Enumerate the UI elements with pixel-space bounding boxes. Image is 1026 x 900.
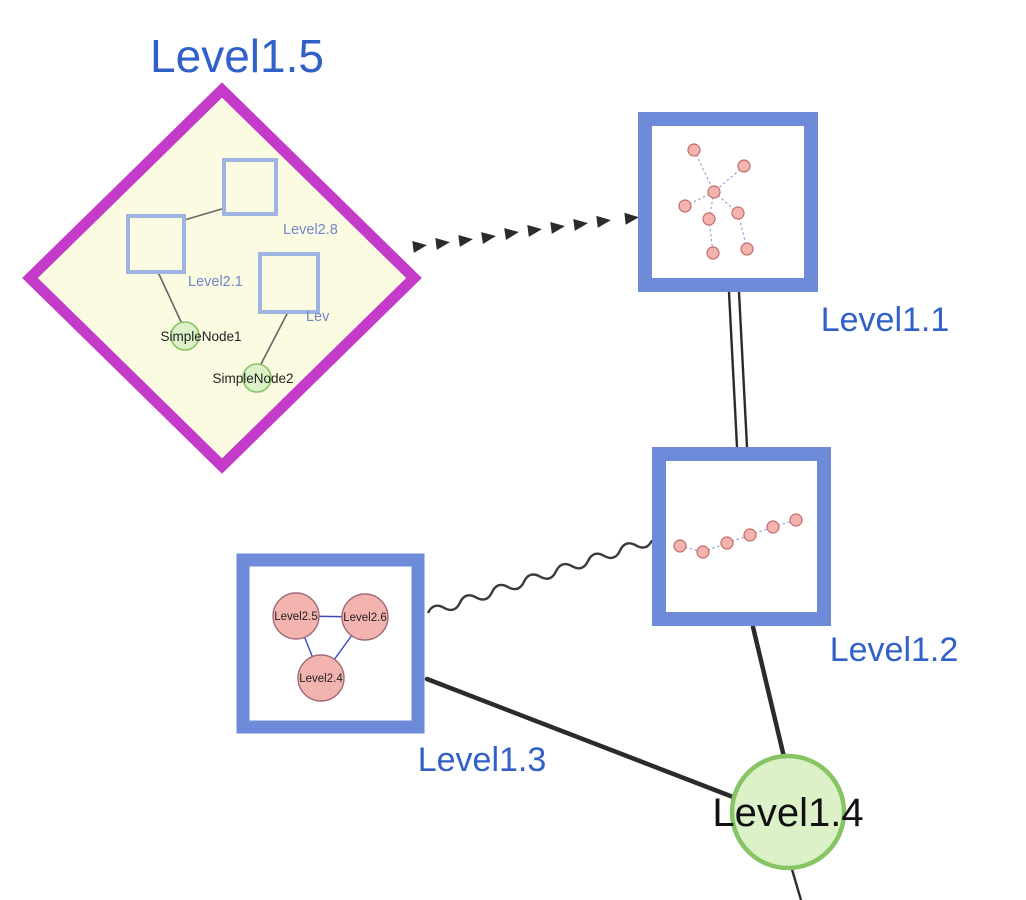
node-level2-8-label: Level2.8 xyxy=(283,222,338,238)
edge-level1-2-to-level1-4 xyxy=(750,624,787,760)
level1-1-subnode[interactable] xyxy=(706,246,720,260)
node-level2-right-label: Lev xyxy=(306,309,330,325)
level1-5-inner-edge xyxy=(157,271,183,325)
level1-2-subnode[interactable] xyxy=(720,536,734,550)
node-level2-5-label: Level2.5 xyxy=(274,611,317,623)
node-level2-6-label: Level2.6 xyxy=(343,612,386,624)
level1-2-mini-edge xyxy=(679,545,704,553)
level1-1-mini-edge xyxy=(713,165,745,193)
node-level1-3[interactable] xyxy=(236,553,425,734)
level1-1-subnode[interactable] xyxy=(740,242,754,256)
node-level1-2-label: Level1.2 xyxy=(830,631,959,669)
node-level1-1-group xyxy=(638,112,818,292)
level1-1-subnode[interactable] xyxy=(687,143,701,157)
level1-1-subnode[interactable] xyxy=(737,159,751,173)
level1-1-subnode[interactable] xyxy=(731,206,745,220)
edge-level1-4-offscreen xyxy=(789,865,803,900)
node-level2-4-label: Level2.4 xyxy=(299,673,343,685)
node-level1-1[interactable] xyxy=(638,112,818,292)
node-simplenode1-label: SimpleNode1 xyxy=(160,329,241,344)
node-level2-6[interactable] xyxy=(341,593,389,641)
node-level1-3-label: Level1.3 xyxy=(418,741,547,779)
node-level2-5[interactable] xyxy=(272,592,320,640)
node-level1-1-label: Level1.1 xyxy=(821,301,950,339)
node-level1-4-group: Level1.4 xyxy=(712,753,864,871)
node-level2-8[interactable] xyxy=(222,158,278,216)
level1-2-subnode[interactable] xyxy=(696,545,710,559)
node-level1-5[interactable] xyxy=(22,82,422,474)
edge-level1-1-to-level1-2-line-a xyxy=(727,291,739,448)
node-level2-right[interactable] xyxy=(258,252,320,314)
node-level1-5-group: Level2.8 Level2.1 Lev SimpleNode1 Simple… xyxy=(22,82,422,474)
node-level1-4[interactable] xyxy=(729,753,847,871)
level1-2-subnode[interactable] xyxy=(743,528,757,542)
node-level1-4-label: Level1.4 xyxy=(712,791,863,835)
level1-2-subnode[interactable] xyxy=(789,513,803,527)
node-simplenode2-label: SimpleNode2 xyxy=(212,371,293,386)
edge-level1-3-to-level1-2 xyxy=(426,539,654,614)
node-simplenode1[interactable] xyxy=(170,321,200,351)
node-level1-2-group xyxy=(652,447,831,626)
node-level2-4[interactable] xyxy=(297,654,345,702)
level1-2-subnode[interactable] xyxy=(766,520,780,534)
level1-1-subnode[interactable] xyxy=(702,212,716,226)
node-level2-1[interactable] xyxy=(126,214,186,274)
node-simplenode2[interactable] xyxy=(242,363,272,393)
level1-2-subnode[interactable] xyxy=(673,539,687,553)
level1-1-subnode[interactable] xyxy=(707,185,721,199)
node-level1-5-label: Level1.5 xyxy=(150,30,324,82)
level1-5-inner-edge xyxy=(180,207,226,222)
edge-level1-5-to-level1-1 xyxy=(412,212,639,253)
node-level1-3-group: Level2.5 Level2.6 Level2.4 xyxy=(236,553,425,734)
edge-level1-3-to-level1-4 xyxy=(424,676,736,800)
level1-5-inner-edge xyxy=(259,311,289,367)
node-level2-1-label: Level2.1 xyxy=(188,274,243,290)
level1-1-subnode[interactable] xyxy=(678,199,692,213)
edge-level1-1-to-level1-2-line-b xyxy=(737,291,749,448)
node-level1-2[interactable] xyxy=(652,447,831,626)
